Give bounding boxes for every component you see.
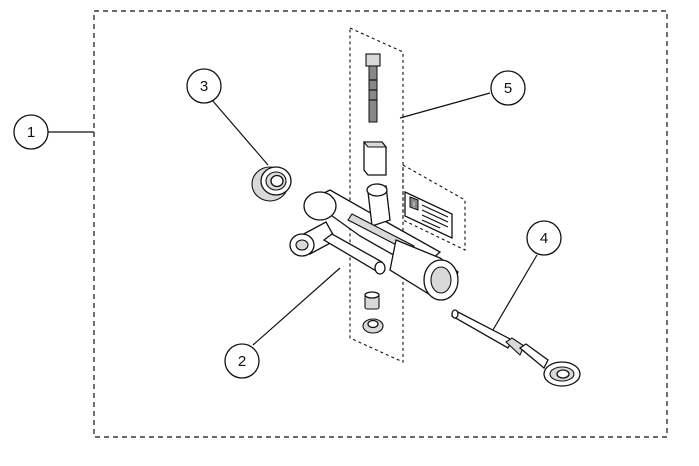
warning-decal: ! [404, 190, 453, 240]
kit-boundary-box [93, 10, 668, 438]
callout-1-label: 1 [27, 124, 35, 141]
callout-2-label: 2 [238, 353, 246, 370]
warning-decal-symbol: ! [413, 201, 415, 210]
callout-3-label: 3 [200, 78, 208, 95]
callout-5: 5 [490, 70, 526, 106]
callout-1: 1 [13, 114, 49, 150]
bolt-part [365, 53, 381, 123]
callout-2: 2 [224, 343, 260, 379]
callout-4: 4 [526, 220, 562, 256]
callout-4-label: 4 [540, 230, 548, 247]
grommet-part [251, 166, 292, 202]
washer-part [362, 318, 384, 334]
warning-label-boundary [402, 164, 466, 251]
tube-bracket-part [289, 183, 459, 301]
spacer-block-part [362, 141, 388, 176]
rod-end-part [450, 309, 581, 387]
callout-3: 3 [186, 68, 222, 104]
hardware-kit-boundary [349, 27, 404, 363]
leader-lines [48, 92, 538, 346]
callout-5-label: 5 [504, 80, 512, 97]
nut-part [364, 291, 380, 310]
